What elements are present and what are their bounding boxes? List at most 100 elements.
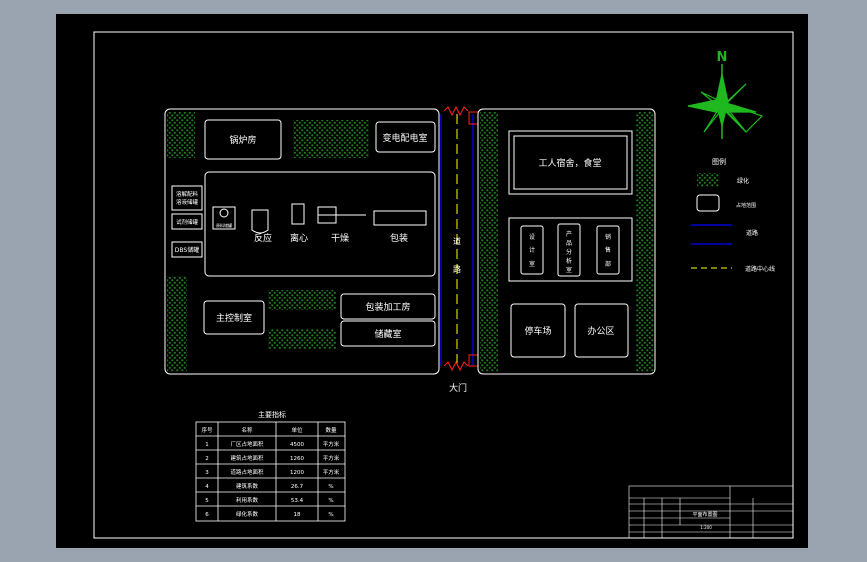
indicators-cell: 平方米	[323, 468, 340, 476]
analysis-label: 分	[566, 248, 572, 256]
title-block	[628, 485, 794, 539]
legend-item-label: 道路	[746, 229, 758, 237]
indicators-cell: 平方米	[323, 454, 340, 462]
indicators-cell: 4500	[290, 442, 304, 448]
legend-item-label: 占地范围	[736, 202, 756, 209]
indicators-title: 主要指标	[258, 410, 286, 419]
design-label: 计	[529, 246, 535, 254]
greening-area	[480, 322, 498, 372]
gate-label: 大门	[449, 382, 467, 394]
design-label: 室	[529, 260, 535, 268]
drawing-frame	[93, 31, 794, 539]
indicators-header-cell: 数量	[325, 426, 337, 434]
gate-spring-bottom	[443, 360, 469, 372]
indicators-cells: 序号 名称 单位 数量 1 厂区占地面积 4500 平方米 2 建筑占地面积 1260 平方米 3 道路占…	[201, 426, 339, 518]
indicators-cell: 1	[205, 442, 209, 448]
raw-tank-label: 原料储罐	[216, 222, 232, 228]
sales-room	[596, 225, 620, 275]
dorm-canteen	[508, 130, 633, 195]
indicators-table	[195, 421, 346, 522]
packaging-label: 包装加工房	[365, 301, 410, 313]
north-letter: N	[717, 50, 728, 65]
indicators-cell: 4	[205, 484, 209, 490]
sales-label: 销	[605, 233, 611, 241]
office-zone	[477, 108, 656, 375]
indicators-cell: 18	[294, 512, 301, 518]
indicators-cell: %	[328, 512, 333, 518]
indicators-header-cell: 名称	[241, 426, 253, 434]
sales-label: 部	[605, 260, 611, 268]
boiler-room-label: 锅炉房	[229, 134, 256, 146]
centrifuge-symbol	[291, 203, 305, 225]
analysis-room	[557, 223, 581, 277]
reactor-symbol	[251, 209, 269, 234]
compass-rose-icon	[687, 73, 764, 133]
greening-area	[636, 112, 654, 372]
greening-area	[167, 112, 195, 158]
indicators-cell: 利用系数	[236, 496, 259, 504]
packer-symbol	[373, 210, 427, 226]
indicators-cell: 26.7	[291, 484, 304, 490]
lab-block	[508, 217, 633, 282]
analysis-label: 产	[566, 230, 572, 238]
indicators-cell: 道路占地面积	[230, 468, 264, 476]
indicators-header-cell: 单位	[291, 426, 303, 434]
indicators-cell: 厂区占地面积	[230, 440, 264, 448]
indicators-cell: 建筑系数	[236, 482, 259, 490]
indicators-cell: 建筑占地面积	[230, 454, 264, 462]
indicators-cell: 6	[205, 512, 209, 518]
office-label: 办公区	[587, 325, 614, 337]
indicators-header-cell: 序号	[201, 426, 213, 434]
dosing-tank	[171, 185, 203, 211]
dorm-canteen-label: 工人宿舍，食堂	[538, 157, 601, 169]
legend-hatch-swatch	[697, 173, 719, 187]
greening-area	[268, 329, 336, 349]
substation	[375, 121, 436, 153]
dosing-label: 溶解配料	[176, 190, 199, 198]
indicators-cell: 5	[205, 498, 209, 504]
sales-label: 售	[605, 246, 611, 254]
parking-label: 停车场	[524, 325, 551, 337]
storage-room	[340, 320, 436, 347]
design-room	[520, 225, 544, 275]
indicators-cell: 2	[205, 456, 209, 462]
reagent-tank	[171, 213, 203, 230]
indicators-cell: %	[328, 498, 333, 504]
indicators-cell: 1260	[290, 456, 304, 462]
indicators-cell: 1200	[290, 470, 304, 476]
indicators-cell: 53.4	[291, 498, 304, 504]
indicators-cell: 平方米	[323, 440, 340, 448]
centrifuge-label: 离心	[290, 232, 308, 244]
dry-label: 干燥	[331, 233, 349, 244]
production-hall	[204, 171, 436, 277]
boiler-room	[204, 119, 282, 160]
road-label-1: 道	[453, 236, 461, 246]
raw-tank	[212, 206, 236, 230]
parking-lot	[510, 303, 566, 358]
legend-item-label: 绿化	[737, 177, 749, 185]
office-area	[574, 303, 629, 358]
indicators-cell: %	[328, 484, 333, 490]
drawing-scale: 1:200	[700, 525, 712, 530]
main-control-room	[203, 300, 265, 335]
main-control-label: 主控制室	[216, 312, 252, 324]
analysis-label: 析	[566, 257, 572, 265]
indicators-cell: 绿化系数	[236, 510, 259, 518]
road-label-2: 路	[453, 264, 461, 274]
storage-label: 储藏室	[374, 328, 401, 340]
dbs-label: DBS储罐	[175, 246, 199, 254]
dbs-tank	[171, 241, 203, 258]
reagent-label: 试剂储罐	[176, 218, 199, 226]
greening-area	[480, 112, 498, 322]
legend-title: 图例	[712, 157, 726, 166]
package-label: 包装	[390, 232, 408, 244]
reaction-label: 反应	[254, 232, 272, 244]
drawing-name: 平面布置图	[692, 511, 717, 518]
substation-label: 变电配电室	[382, 132, 427, 144]
gate-spring-top	[443, 105, 469, 117]
raw-tank-symbol	[219, 208, 229, 218]
dosing-label-2: 溶液储罐	[176, 198, 199, 206]
dorm-canteen-inner	[513, 135, 628, 190]
indicators-cell: 3	[205, 470, 209, 476]
greening-area	[293, 120, 369, 158]
